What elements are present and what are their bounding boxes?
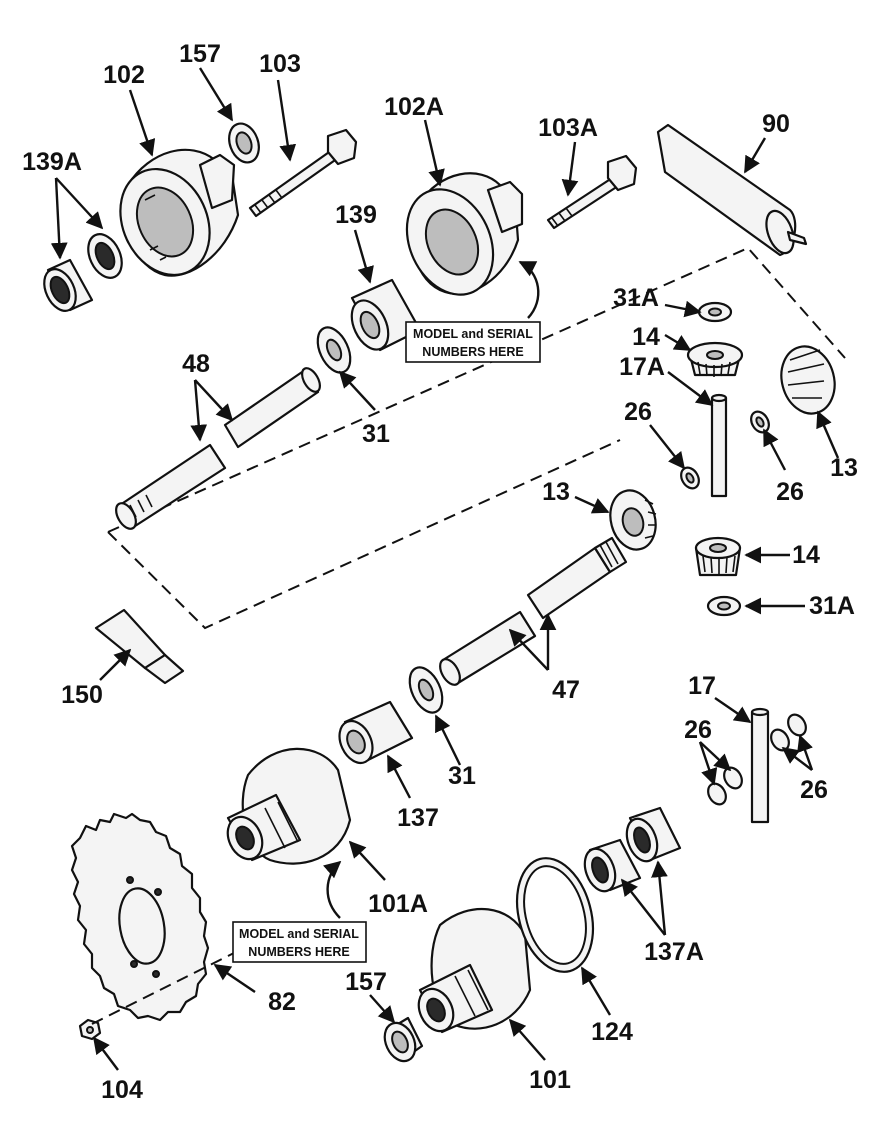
callout-101A: 101A (368, 890, 428, 918)
callout-13-mid: 13 (542, 478, 570, 506)
note-upper-line2: NUMBERS HERE (422, 345, 523, 359)
callout-104: 104 (101, 1076, 143, 1104)
pinion-shaft-17A (710, 393, 728, 498)
washer-26-a (680, 466, 700, 490)
callout-103: 103 (259, 50, 301, 78)
callout-14-mid: 14 (792, 541, 820, 569)
thrust-washer-31-bottom (408, 666, 444, 714)
callout-102A: 102A (384, 93, 444, 121)
grease-tube-150 (94, 608, 185, 685)
callout-14-top: 14 (632, 323, 660, 351)
callout-139A: 139A (22, 148, 82, 176)
bushing-139 (350, 278, 422, 352)
washers-26-left-pair (707, 766, 743, 806)
callout-139: 139 (335, 201, 377, 229)
callout-48: 48 (182, 350, 210, 378)
differential-housing-101A (226, 747, 352, 865)
callout-31A-top: 31A (613, 284, 659, 312)
differential-housing-101 (417, 907, 532, 1034)
bevel-gear-13-right (780, 345, 836, 415)
needle-bearing-139A-right (87, 233, 123, 279)
washer-26-b (750, 410, 770, 434)
bolt-103 (248, 128, 358, 218)
bevel-pinion-gear-14-top (686, 341, 744, 377)
note-lower-line1: MODEL and SERIAL (239, 927, 359, 941)
leader-lines (50, 67, 840, 1071)
callout-47: 47 (552, 676, 580, 704)
axle-shaft-47 (439, 536, 628, 686)
gasket-124 (516, 857, 594, 973)
callout-26-c: 26 (684, 716, 712, 744)
serial-number-note-lower: MODEL and SERIAL NUMBERS HERE (232, 921, 367, 963)
callout-90: 90 (762, 110, 790, 138)
callout-137A: 137A (644, 938, 704, 966)
grease-tube-90 (656, 123, 808, 257)
assembly-dashed-outline (107, 246, 846, 630)
callout-101: 101 (529, 1066, 571, 1094)
cross-shaft-17 (750, 707, 770, 824)
callout-31-top: 31 (362, 420, 390, 448)
callout-157-bottom: 157 (345, 968, 387, 996)
needle-bearing-137A-right (625, 806, 682, 863)
callout-103A: 103A (538, 114, 598, 142)
note-lower-line2: NUMBERS HERE (248, 945, 349, 959)
differential-housing-102 (119, 148, 240, 277)
serial-number-note-upper: MODEL and SERIAL NUMBERS HERE (405, 321, 541, 363)
washer-31A-top (697, 301, 733, 323)
callout-26-a: 26 (624, 398, 652, 426)
callout-31-bottom: 31 (448, 762, 476, 790)
thrust-washer-31-top (316, 326, 352, 374)
callout-26-b: 26 (776, 478, 804, 506)
sprocket-alignment-dashed-line (91, 949, 241, 1025)
callout-102: 102 (103, 61, 145, 89)
axle-shaft-48 (115, 367, 321, 530)
callout-31A-mid: 31A (809, 592, 855, 620)
callout-150: 150 (61, 681, 103, 709)
note-upper-line1: MODEL and SERIAL (413, 327, 533, 341)
thrust-washer-157-top (228, 122, 260, 164)
callout-157-top: 157 (179, 40, 221, 68)
needle-bearing-139A-left (43, 258, 94, 312)
callout-13-right: 13 (830, 454, 858, 482)
bevel-pinion-gear-14-mid (694, 536, 742, 577)
nut-104 (78, 1018, 102, 1041)
callout-17: 17 (688, 672, 716, 700)
bushing-137 (338, 700, 414, 765)
bevel-gear-13-mid (609, 489, 657, 551)
callout-26-d: 26 (800, 776, 828, 804)
differential-housing-102A (405, 172, 524, 296)
washer-31A-mid (706, 595, 742, 617)
callout-137: 137 (397, 804, 439, 832)
callout-labels: 102 157 103 139A 102A 103A 90 139 31A 14… (22, 40, 858, 1104)
callout-82: 82 (268, 988, 296, 1016)
needle-bearing-137A-left (583, 838, 642, 893)
callout-17A: 17A (619, 353, 665, 381)
thrust-washer-157-bottom (383, 1016, 424, 1063)
callout-124: 124 (591, 1018, 633, 1046)
sprocket-82 (70, 812, 210, 1022)
bolt-103A (546, 154, 638, 230)
